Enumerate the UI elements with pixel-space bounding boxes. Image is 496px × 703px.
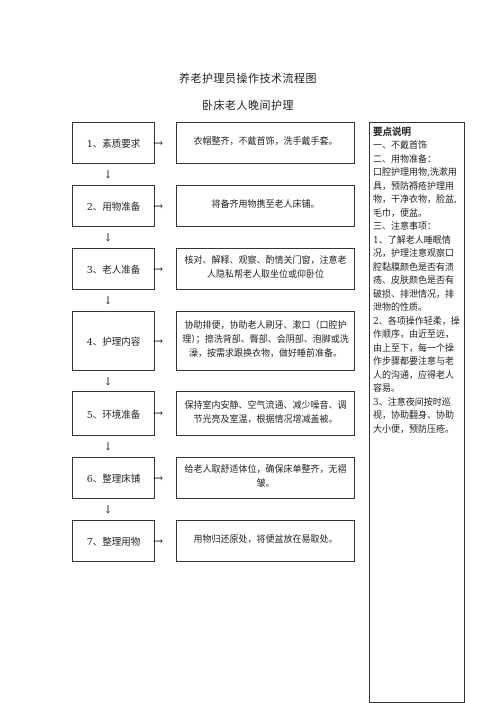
arrow-down-icon: ↓ — [103, 168, 113, 181]
arrow-right-icon: → — [152, 534, 164, 548]
notes-panel: 要点说明 一、不戴首饰 二、用物准备： 口腔护理用物,洗漱用具，预防褥疮护理用物… — [369, 122, 465, 703]
arrow-down-icon: ↓ — [103, 375, 113, 388]
step-desc-4: 协助排便，协助老人刷牙、漱口（口腔护理）；擦洗背部、臀部、会阴部、泡脚或洗澡，按… — [176, 311, 355, 371]
step-label-3: 3、老人准备 — [72, 248, 155, 290]
notes-line: 口腔护理用物,洗漱用具，预防褥疮护理用物，干净衣物，脸盆,毛巾，便盆。 — [373, 168, 457, 219]
arrow-right-icon: → — [152, 334, 164, 348]
notes-heading: 要点说明 — [373, 127, 412, 138]
page-subtitle: 卧床老人晚间护理 — [202, 99, 294, 112]
step-desc-3: 核对、解释、观察、酌情关门窗，注意老人隐私帮老人取坐位或仰卧位 — [176, 248, 355, 290]
step-label-4: 4、护理内容 — [72, 311, 155, 371]
notes-line: 3、注意夜间按时巡视，协助翻身、协助大小便，预防压疮。 — [373, 397, 455, 435]
step-label-2: 2、用物准备 — [72, 185, 155, 227]
notes-line: 1、了解老人睡眠情况，护理注意观察口腔黏膜颜色是否有溃疡、皮肤颜色是否有破损、排… — [373, 235, 455, 314]
arrow-down-icon: ↓ — [103, 294, 113, 307]
notes-line: 2、各项操作轻柔，操作顺序，由近至远，由上至下，每一个操作步骤都要注意与老人的沟… — [373, 316, 460, 395]
page-title: 养老护理员操作技术流程图 — [179, 72, 317, 85]
arrow-right-icon: → — [152, 136, 164, 150]
notes-line: 一、不戴首饰 — [373, 141, 428, 152]
step-label-5: 5、环境准备 — [72, 391, 155, 436]
step-desc-1: 衣帽整齐，不戴首饰，洗手戴手套。 — [176, 122, 355, 164]
arrow-down-icon: ↓ — [103, 503, 113, 516]
arrow-right-icon: → — [152, 406, 164, 420]
notes-line: 二、用物准备： — [373, 154, 437, 165]
step-label-1: 1、素质要求 — [72, 122, 155, 164]
arrow-right-icon: → — [152, 199, 164, 213]
arrow-down-icon: ↓ — [103, 231, 113, 244]
notes-line: 三、注意事项： — [373, 222, 437, 233]
step-desc-6: 给老人取舒适体位，确保床单整齐，无褶皱。 — [176, 457, 355, 499]
step-desc-7: 用物归还原处，将便盆放在易取处。 — [176, 520, 355, 562]
step-desc-2: 将备齐用物携至老人床铺。 — [176, 185, 355, 227]
arrow-right-icon: → — [152, 262, 164, 276]
step-label-7: 7、整理用物 — [72, 520, 155, 562]
arrow-right-icon: → — [152, 471, 164, 485]
arrow-down-icon: ↓ — [103, 440, 113, 453]
step-desc-5: 保持室内安静、空气流通、减少噪音、调节光亮及室温，根据情况增减盖被。 — [176, 391, 355, 436]
step-label-6: 6、整理床铺 — [72, 457, 155, 499]
